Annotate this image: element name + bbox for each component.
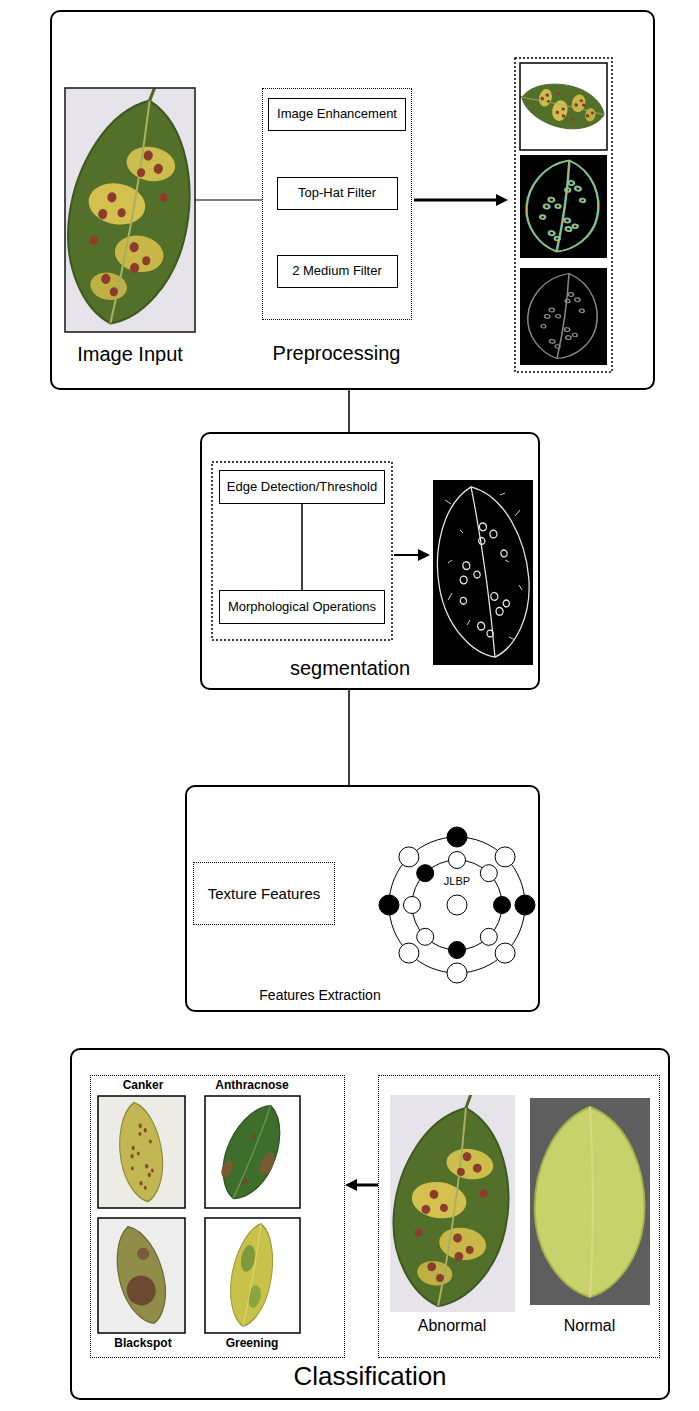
text-slot: Blackspot [96, 1336, 191, 1353]
process-box: Image Enhancement [268, 98, 406, 131]
group-label: Blackspot [114, 1337, 171, 1351]
process-box: Edge Detection/Threshold [219, 470, 385, 504]
connector [348, 390, 350, 432]
text-slot: 2 Medium Filter [278, 256, 397, 287]
text-slot: JLBP [437, 873, 477, 889]
dotted-group: Canker AnthracnoseBlackspot Greening [90, 1075, 345, 1358]
text-slot: Top-Hat Filter [278, 178, 397, 209]
stage-panel: Edge Detection/ThresholdMorphological Op… [200, 432, 540, 690]
text-slot: Abnormal [390, 1316, 515, 1338]
jlbp-label: JLBP [444, 875, 470, 888]
pixel-dot [494, 897, 511, 914]
pixel-dot [495, 847, 515, 867]
pixel-dot [449, 852, 466, 869]
text-slot: Image Input [55, 340, 205, 368]
pixel-dot [379, 895, 399, 915]
box-label: Top-Hat Filter [298, 186, 376, 201]
normal-leaf-photo [530, 1098, 650, 1305]
flow-arrow [414, 200, 496, 201]
jlbp-rings [377, 825, 537, 985]
pixel-dot [399, 847, 419, 867]
pixel-dot [480, 865, 497, 882]
group-label: Anthracnose [215, 1079, 288, 1093]
pixel-dot [495, 943, 515, 963]
text-slot: Preprocessing [247, 340, 427, 368]
text-slot: segmentation [260, 654, 440, 682]
dotted-group: Abnormal Normal [378, 1075, 660, 1358]
pixel-dot [399, 943, 419, 963]
stage-panel: Canker AnthracnoseBlackspot Greening Abnorm… [70, 1048, 670, 1400]
connector [357, 1184, 378, 1187]
ring [412, 860, 502, 950]
text-slot: Features Extraction [230, 984, 410, 1006]
group-label: Canker [123, 1079, 164, 1093]
ring [389, 837, 525, 973]
text-slot: Edge Detection/Threshold [220, 471, 384, 503]
group-label: Abnormal [418, 1317, 486, 1335]
stage-label: segmentation [290, 657, 410, 680]
pixel-dot [515, 895, 535, 915]
pixel-dot [480, 928, 497, 945]
pixel-dot [417, 928, 434, 945]
pixel-dot [449, 942, 466, 959]
connector-line [195, 200, 262, 201]
pixel-dot [417, 865, 434, 882]
stage-panel: Image EnhancementTop-Hat Filter 2 Medium … [50, 10, 655, 390]
text-slot: Classification [220, 1360, 520, 1394]
abnormal-leaf-photo [382, 1086, 524, 1314]
dotted-group: Image EnhancementTop-Hat Filter 2 Medium … [262, 88, 412, 320]
text-slot: Anthracnose [200, 1078, 305, 1095]
stage-label: Features Extraction [259, 987, 380, 1003]
process-box: Morphological Operations [219, 590, 385, 624]
anthracnose-leaf-photo [205, 1096, 300, 1208]
stage-label: Image Input [77, 343, 183, 366]
pixel-dot [447, 963, 467, 983]
text-slot: Greening [203, 1336, 302, 1353]
box-label: 2 Medium Filter [292, 264, 382, 279]
stage-label: Classification [293, 1362, 446, 1392]
text-slot: Normal [530, 1316, 650, 1338]
process-box: Top-Hat Filter [277, 177, 398, 210]
group-label: Preprocessing [273, 342, 401, 365]
blackspot-leaf-photo [98, 1218, 185, 1333]
flow-arrow [394, 555, 418, 556]
group-label: Normal [564, 1317, 616, 1335]
process-box: 2 Medium Filter [277, 255, 398, 288]
text-slot: Canker [96, 1078, 191, 1095]
connector [301, 504, 303, 590]
box-label: Morphological Operations [228, 600, 376, 615]
segmentation-group [212, 462, 392, 640]
canker-leaf-photo [98, 1096, 185, 1208]
text-slot: Morphological Operations [220, 591, 384, 623]
group-label: Greening [226, 1337, 279, 1351]
dotted-group: Texture Features [193, 862, 335, 925]
stage-panel: Texture Features JLBP Features Extraction [185, 785, 540, 1012]
text-slot: Image Enhancement [269, 99, 405, 130]
greening-leaf-photo [205, 1218, 300, 1333]
box-label: Edge Detection/Threshold [227, 480, 377, 495]
group-label: Texture Features [208, 885, 321, 902]
text-slot: Texture Features [194, 863, 334, 924]
pixel-dot [404, 897, 421, 914]
result-images-group [512, 58, 612, 372]
box-label: Image Enhancement [277, 107, 397, 122]
segmented-image [426, 480, 539, 665]
pixel-dot [447, 827, 467, 847]
input-leaf-photo [52, 75, 210, 334]
jlbp-circle: JLBP [377, 825, 537, 985]
connector [348, 690, 350, 785]
pixel-dot [447, 895, 467, 915]
